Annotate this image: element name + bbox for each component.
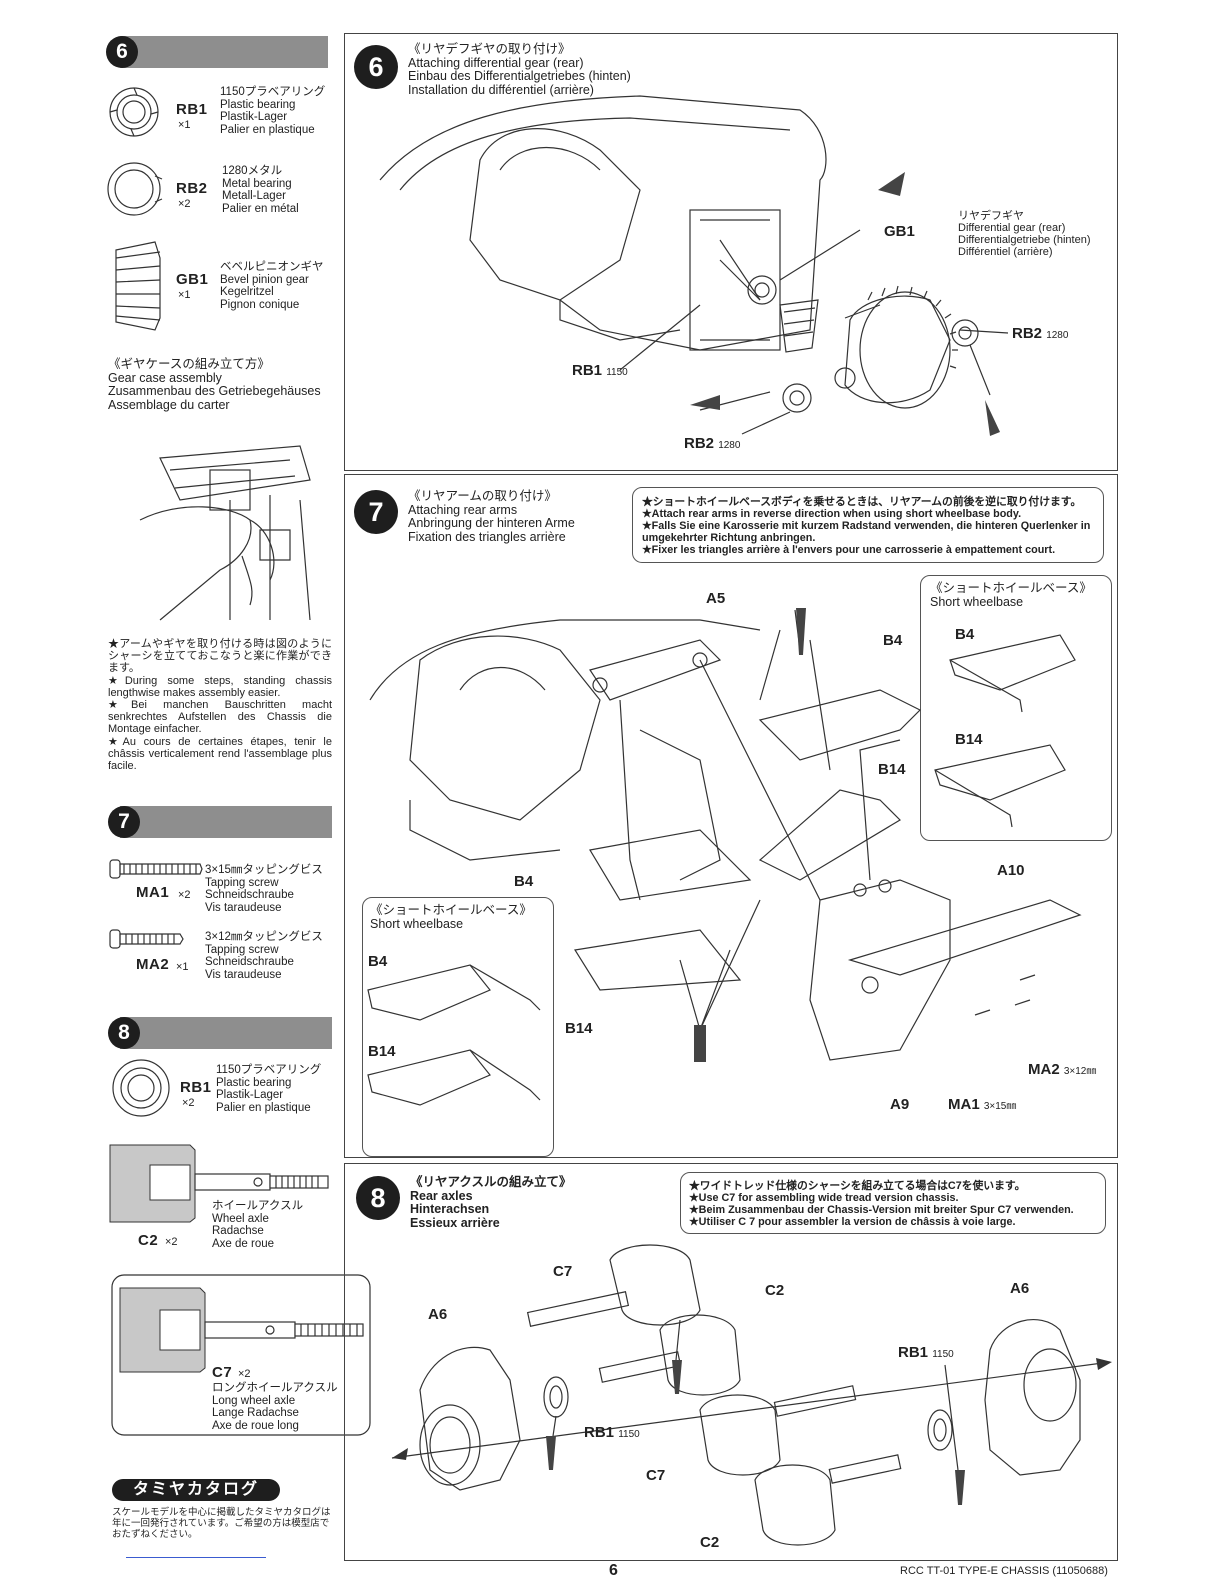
panel6-title: 《リヤデフギヤの取り付け》 Attaching differential gea… [408, 42, 631, 97]
panel7-label-b14-left: B14 [565, 1020, 593, 1037]
part-qty-rb1-step8: ×2 [182, 1097, 195, 1109]
part-desc-c7: ロングホイールアクスル Long wheel axle Lange Radach… [212, 1382, 338, 1432]
panel8-label-a6-left: A6 [428, 1306, 448, 1323]
assembly-tip: ★アームやギヤを取り付ける時は図のようにシャーシを立てておこなうと楽に作業ができ… [108, 638, 332, 773]
panel8-note: ★ワイドトレッド仕様のシャーシを組み立てる場合はC7を使います。 ★Use C7… [689, 1180, 1074, 1228]
step8-badge: 8 [108, 1017, 140, 1049]
part-code-c2: C2 [138, 1232, 159, 1249]
step6-badge: 6 [106, 36, 138, 68]
part-desc-rb2: 1280メタル Metal bearing Metall-Lager Palie… [222, 165, 299, 215]
panel7-label-b14: B14 [878, 761, 906, 778]
part-desc-gb1: ベベルピニオンギヤ Bevel pinion gear Kegelritzel … [220, 261, 324, 311]
rb2-bearing-drawing [107, 162, 163, 216]
rb1-bearing-drawing [109, 87, 159, 137]
c2-axle-drawing [109, 1144, 329, 1223]
inset-right-b4: B4 [955, 626, 975, 643]
panel6-label-rb2-right: RB2 1280 [1012, 325, 1069, 342]
panel7-label-ma1: MA1 3×15㎜ [948, 1096, 1017, 1113]
catalog-text: スケールモデルを中心に掲載したタミヤカタログは年に一回発行されています。ご希望の… [112, 1507, 331, 1540]
panel7-label-a10: A10 [997, 862, 1025, 879]
step8-header-bar [120, 1017, 332, 1049]
panel6-gear-note: リヤデフギヤ Differential gear (rear) Differen… [958, 210, 1091, 258]
panel6-label-rb1: RB1 1150 [572, 362, 628, 379]
part-code-rb1: RB1 [176, 101, 208, 118]
ma2-screw-drawing [109, 929, 184, 949]
panel8-label-c2-lower: C2 [700, 1534, 720, 1551]
catalog-banner: タミヤカタログ [112, 1479, 280, 1501]
panel7-label-b4-left: B4 [514, 873, 534, 890]
panel8-label-c7-top: C7 [553, 1263, 573, 1280]
panel7-note: ★ショートホイールベースボディを乗せるときは、リヤアームの前後を逆に取り付けます… [642, 496, 1091, 556]
part-code-ma2: MA2 [136, 956, 170, 973]
c7-axle-drawing [111, 1274, 371, 1436]
inset-right-title: 《ショートホイールベース》 Short wheelbase [930, 581, 1092, 609]
panel8-label-c7-lower: C7 [646, 1467, 666, 1484]
part-desc-ma2: 3×12㎜タッピングビス Tapping screw Schneidschrau… [205, 931, 323, 981]
panel6-label-gb1: GB1 [884, 223, 915, 240]
panel-step6 [344, 33, 1118, 471]
panel6-label-rb2-bottom: RB2 1280 [684, 435, 741, 452]
part-code-rb1-step8: RB1 [180, 1079, 212, 1096]
panel8-label-rb1-right: RB1 1150 [898, 1344, 954, 1361]
step8-rb1-bearing-drawing [112, 1059, 170, 1117]
panel7-note-box: ★ショートホイールベースボディを乗せるときは、リヤアームの前後を逆に取り付けます… [632, 487, 1104, 563]
part-qty-gb1: ×1 [178, 289, 191, 301]
panel7-badge: 7 [354, 490, 398, 534]
panel7-label-ma2: MA2 3×12㎜ [1028, 1061, 1097, 1078]
step7-badge: 7 [108, 806, 140, 838]
footer-rule [126, 1557, 266, 1558]
part-desc-rb1: 1150プラベアリング Plastic bearing Plastik-Lage… [220, 86, 326, 136]
panel7-inset-left [362, 897, 554, 1157]
inset-left-b4: B4 [368, 953, 388, 970]
panel8-note-box: ★ワイドトレッド仕様のシャーシを組み立てる場合はC7を使います。 ★Use C7… [680, 1172, 1106, 1234]
ma1-screw-drawing [109, 859, 203, 879]
step7-header-bar [120, 806, 332, 838]
inset-left-title: 《ショートホイールベース》 Short wheelbase [370, 903, 532, 931]
panel8-title: 《リヤアクスルの組み立て》 Rear axles Hinterachsen Es… [410, 1175, 572, 1230]
panel8-label-c2-top: C2 [765, 1282, 785, 1299]
inset-right-b14: B14 [955, 731, 983, 748]
part-desc-rb1-step8: 1150プラベアリング Plastic bearing Plastik-Lage… [216, 1064, 322, 1114]
panel7-title: 《リヤアームの取り付け》 Attaching rear arms Anbring… [408, 489, 575, 544]
part-qty-rb2: ×2 [178, 198, 191, 210]
gearcase-assembly-title: 《ギヤケースの組み立て方》 Gear case assembly Zusamme… [108, 357, 321, 412]
part-qty-rb1: ×1 [178, 119, 191, 131]
model-name: RCC TT-01 TYPE-E CHASSIS (11050688) [900, 1565, 1108, 1577]
panel7-label-a5: A5 [706, 590, 726, 607]
part-desc-c2: ホイールアクスル Wheel axle Radachse Axe de roue [212, 1200, 304, 1250]
page-number: 6 [609, 1562, 618, 1579]
panel-step7 [344, 474, 1118, 1158]
panel8-badge: 8 [356, 1176, 400, 1220]
part-code-gb1: GB1 [176, 271, 209, 288]
gearcase-hand-illustration [139, 445, 311, 621]
panel6-badge: 6 [354, 45, 398, 89]
panel7-label-b4: B4 [883, 632, 903, 649]
part-qty-c7: ×2 [238, 1368, 251, 1380]
panel8-label-rb1-left: RB1 1150 [584, 1424, 640, 1441]
inset-left-b14: B14 [368, 1043, 396, 1060]
gb1-bevel-gear-drawing [115, 241, 161, 331]
part-code-rb2: RB2 [176, 180, 208, 197]
step6-header-bar [120, 36, 328, 68]
part-code-ma1: MA1 [136, 884, 170, 901]
part-code-c7: C7 [212, 1364, 233, 1381]
panel8-label-a6-right: A6 [1010, 1280, 1030, 1297]
panel7-label-a9: A9 [890, 1096, 910, 1113]
part-desc-ma1: 3×15㎜タッピングビス Tapping screw Schneidschrau… [205, 864, 323, 914]
part-qty-ma2: ×1 [176, 961, 189, 973]
part-qty-ma1: ×2 [178, 889, 191, 901]
part-qty-c2: ×2 [165, 1236, 178, 1248]
panel-step8 [344, 1163, 1118, 1561]
panel7-inset-right [920, 575, 1112, 841]
